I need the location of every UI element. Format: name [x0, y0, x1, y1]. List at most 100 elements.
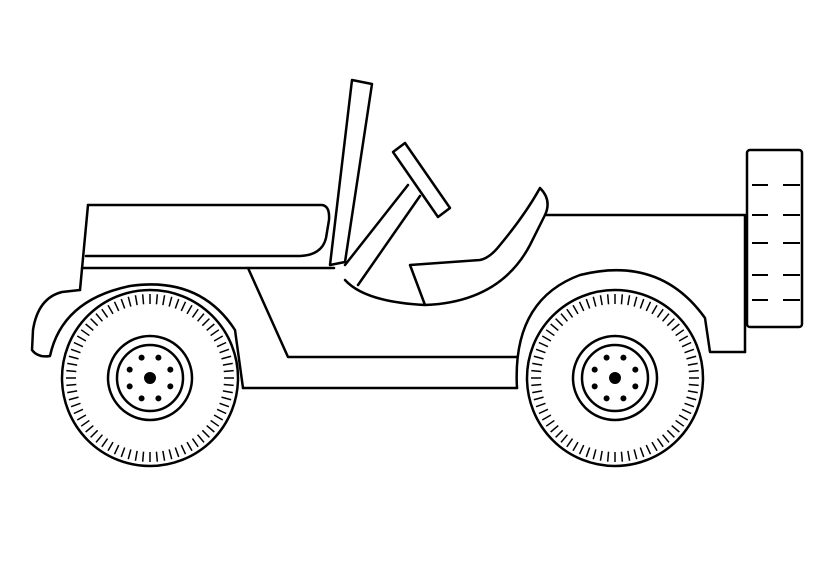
tread-mark	[651, 441, 658, 452]
tread-mark	[560, 434, 569, 443]
hub-center	[144, 372, 156, 384]
tread-mark	[90, 318, 99, 327]
cockpit-curve	[343, 186, 549, 307]
tread-mark	[627, 450, 631, 461]
tread-mark	[675, 329, 685, 337]
lug-nut	[591, 383, 598, 390]
tread-mark	[90, 429, 99, 438]
tread-mark	[219, 402, 230, 408]
side-panel	[246, 266, 519, 359]
tread-mark	[592, 296, 597, 307]
lug-nut	[632, 366, 639, 373]
hub-outer	[571, 334, 659, 422]
tread-mark	[73, 341, 84, 348]
steering-wheel	[391, 141, 452, 219]
tread-mark	[531, 369, 542, 373]
tread-mark	[76, 335, 87, 342]
tread-mark	[684, 348, 695, 354]
tread-mark	[174, 447, 180, 458]
seat-back	[328, 78, 374, 267]
tread-mark	[606, 294, 610, 305]
tread-mark	[191, 438, 199, 448]
tread-mark	[168, 296, 173, 307]
tread-mark	[66, 369, 77, 373]
tread-mark	[174, 298, 180, 309]
tread-mark	[533, 396, 544, 401]
tread-mark	[68, 396, 79, 401]
tread-mark	[196, 434, 205, 443]
tread-mark	[592, 449, 597, 460]
tread-mark	[219, 348, 230, 354]
tread-mark	[538, 408, 549, 415]
lug-nut	[591, 366, 598, 373]
tread-mark	[686, 396, 697, 401]
tread-mark	[155, 294, 159, 305]
tire-outer	[525, 288, 705, 468]
tread-mark	[566, 438, 574, 448]
tread-mark	[555, 318, 564, 327]
tread-mark	[684, 402, 695, 408]
tread-mark	[671, 323, 680, 332]
tread-mark	[127, 449, 132, 460]
tread-mark	[633, 449, 638, 460]
rear-deck	[84, 203, 331, 258]
tread-mark	[532, 390, 543, 394]
tread-mark	[620, 451, 624, 462]
lug-nut	[167, 366, 174, 373]
tread-mark	[222, 362, 233, 366]
tread-mark	[76, 414, 87, 421]
tire-outer	[60, 288, 240, 468]
tread-mark	[201, 318, 210, 327]
tread-mark	[191, 308, 199, 318]
tread-mark	[141, 451, 145, 462]
tread-mark	[538, 341, 549, 348]
hood	[543, 213, 747, 354]
tread-mark	[688, 383, 699, 387]
tread-mark	[533, 355, 544, 360]
tread-mark	[221, 396, 232, 401]
tread-mark	[585, 298, 591, 309]
tread-mark	[578, 301, 585, 312]
tread-mark	[639, 447, 645, 458]
tread-mark	[67, 390, 78, 394]
tread-mark	[101, 438, 109, 448]
tread-mark	[162, 450, 166, 461]
tread-mark	[545, 329, 555, 337]
tread-mark	[70, 402, 81, 408]
tread-mark	[223, 369, 234, 373]
tread-mark	[213, 414, 224, 421]
tread-mark	[127, 296, 132, 307]
tread-mark	[213, 335, 224, 342]
tread-mark	[678, 414, 689, 421]
tread-mark	[141, 294, 145, 305]
front-fender	[515, 268, 747, 390]
tread-mark	[645, 301, 652, 312]
tread-mark	[671, 424, 680, 433]
lug-nut	[138, 395, 145, 402]
lug-nut	[603, 354, 610, 361]
tread-mark	[95, 434, 104, 443]
tread-mark	[67, 362, 78, 366]
tread-mark	[95, 313, 104, 322]
tread-mark	[113, 444, 120, 455]
tread-mark	[210, 329, 220, 337]
tread-mark	[186, 304, 193, 315]
tread-mark	[645, 444, 652, 455]
tread-mark	[206, 323, 215, 332]
tread-mark	[656, 308, 664, 318]
tread-mark	[545, 419, 555, 427]
tread-mark	[681, 341, 692, 348]
tread-mark	[633, 296, 638, 307]
hub-center	[609, 372, 621, 384]
tread-mark	[585, 447, 591, 458]
lug-nut	[603, 395, 610, 402]
tread-mark	[155, 451, 159, 462]
tread-mark	[535, 402, 546, 408]
tread-mark	[107, 441, 114, 452]
tread-mark	[80, 419, 90, 427]
lug-nut	[167, 383, 174, 390]
tread-mark	[666, 318, 675, 327]
tread-mark	[134, 450, 138, 461]
tread-mark	[678, 335, 689, 342]
